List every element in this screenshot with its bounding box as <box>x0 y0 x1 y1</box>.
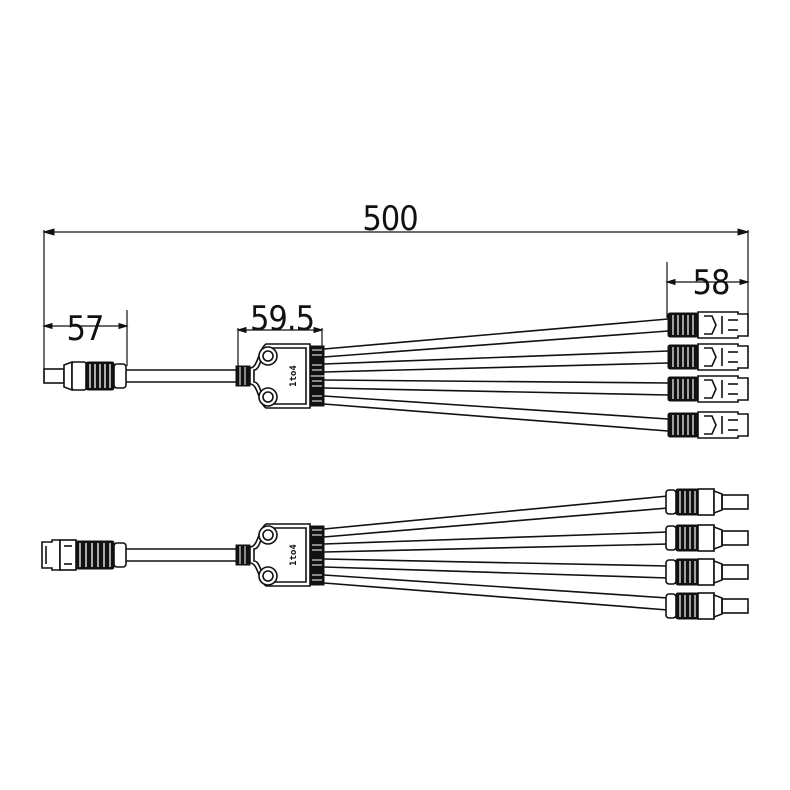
dimension-left-label: 57 <box>67 309 104 349</box>
top-branch-cables <box>323 318 669 432</box>
bottom-branch-cables <box>323 495 669 611</box>
top-left-connector <box>43 360 127 392</box>
dimension-overall-label: 500 <box>362 199 417 239</box>
dimension-branch-connector: 58 <box>665 262 750 318</box>
top-assembly: 1to4 <box>43 311 749 439</box>
bottom-hub-label: 1to4 <box>289 544 299 566</box>
dimension-branch-label: 58 <box>693 263 730 303</box>
bottom-hub: 1to4 <box>235 523 325 587</box>
dimension-hub-label: 59.5 <box>250 299 314 339</box>
dimension-overall: 500 <box>42 199 750 383</box>
bottom-assembly: 1to4 <box>41 488 749 620</box>
bottom-branch-connectors <box>665 488 749 620</box>
top-branch-connectors <box>667 311 749 439</box>
dimension-left-connector: 57 <box>42 309 129 366</box>
top-hub: 1to4 <box>235 343 325 409</box>
top-hub-label: 1to4 <box>289 365 299 387</box>
bottom-left-connector <box>41 539 127 571</box>
dimension-hub: 59.5 <box>236 299 324 370</box>
